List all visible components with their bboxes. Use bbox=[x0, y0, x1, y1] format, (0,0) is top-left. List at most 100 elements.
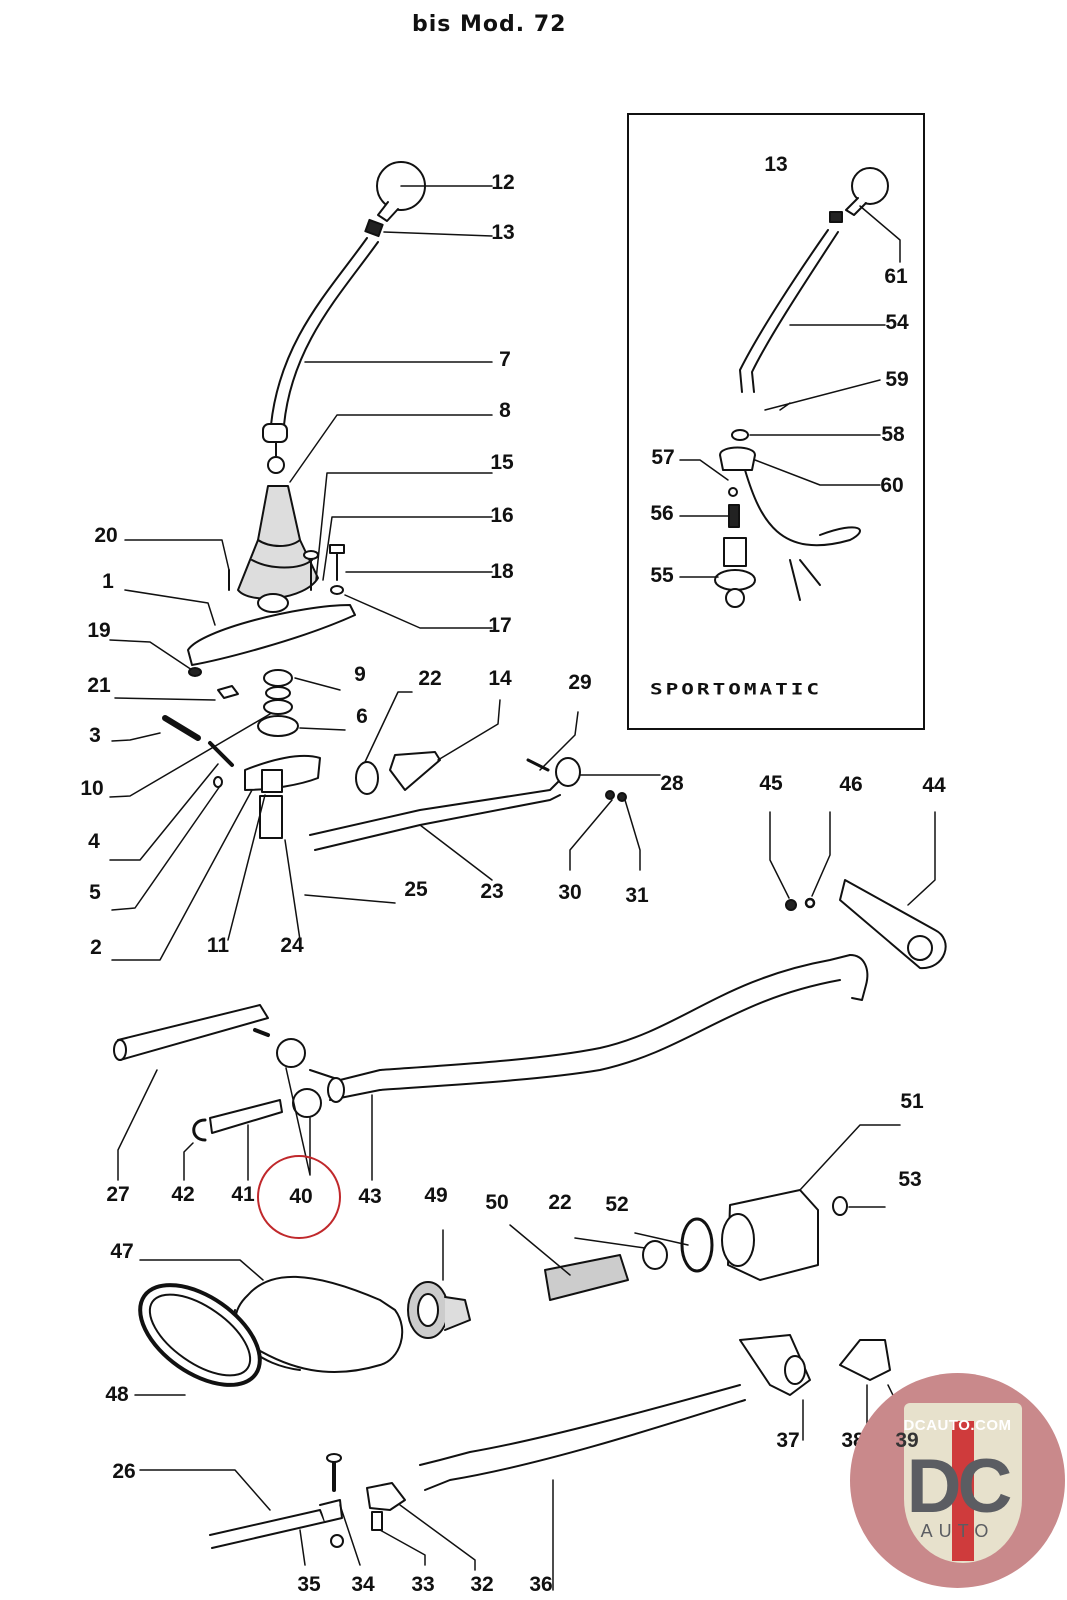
inset-part-label[interactable]: 56 bbox=[650, 502, 674, 525]
knob-insert bbox=[364, 218, 493, 238]
part-label[interactable]: 11 bbox=[206, 934, 230, 957]
part-label[interactable]: 45 bbox=[759, 772, 783, 795]
part-label[interactable]: 22 bbox=[418, 667, 442, 690]
clamp-32 bbox=[366, 1482, 406, 1511]
part-label[interactable]: 48 bbox=[105, 1383, 129, 1406]
gasket-48 bbox=[134, 1283, 262, 1396]
lever-37-eye bbox=[784, 1355, 806, 1385]
leader-42 bbox=[183, 1142, 194, 1181]
spring-3 bbox=[111, 715, 201, 742]
logo-url-text: DCAUTO.COM bbox=[903, 1417, 1012, 1434]
part-label[interactable]: 20 bbox=[94, 524, 118, 547]
part-label[interactable]: 27 bbox=[106, 1183, 130, 1206]
part-label[interactable]: 46 bbox=[839, 773, 863, 796]
washer-19 bbox=[188, 667, 202, 677]
inset-part-label[interactable]: 61 bbox=[884, 265, 908, 288]
sportomatic-caption: SPORTOMATIC bbox=[650, 680, 823, 698]
part-label[interactable]: 5 bbox=[89, 881, 101, 904]
bolt-head-34 bbox=[326, 1453, 342, 1463]
part-label[interactable]: 52 bbox=[605, 1193, 629, 1216]
part-label[interactable]: 24 bbox=[280, 934, 304, 957]
oring-53 bbox=[832, 1196, 848, 1216]
part-label[interactable]: 7 bbox=[499, 348, 511, 371]
part-label[interactable]: 16 bbox=[490, 504, 514, 527]
part-label[interactable]: 18 bbox=[490, 560, 514, 583]
ball-40b bbox=[292, 1088, 322, 1118]
part-label[interactable]: 51 bbox=[900, 1090, 924, 1113]
shift-rod-43 bbox=[309, 954, 869, 1181]
part-label[interactable]: 10 bbox=[80, 777, 104, 800]
part-label[interactable]: 35 bbox=[297, 1573, 321, 1596]
inset-part-label[interactable]: 59 bbox=[885, 368, 909, 391]
ball-40a bbox=[276, 1038, 306, 1068]
part-label[interactable]: 4 bbox=[88, 830, 100, 853]
part-label[interactable]: 6 bbox=[356, 705, 368, 728]
part-label[interactable]: 41 bbox=[231, 1183, 255, 1206]
housing-51 bbox=[721, 1124, 901, 1281]
part-label[interactable]: 53 bbox=[898, 1168, 922, 1191]
part-label[interactable]: 25 bbox=[404, 878, 428, 901]
part-label[interactable]: 3 bbox=[89, 724, 101, 747]
boot-50 bbox=[509, 1224, 629, 1301]
inset-part-label[interactable]: 60 bbox=[880, 474, 904, 497]
bushing-22b bbox=[642, 1240, 668, 1270]
nut-30 bbox=[605, 790, 615, 800]
coupling-24 bbox=[259, 795, 283, 839]
inset-part-label[interactable]: 13 bbox=[764, 153, 788, 176]
part-label[interactable]: 1 bbox=[102, 570, 114, 593]
part-label[interactable]: 34 bbox=[351, 1573, 375, 1596]
part-label[interactable]: 49 bbox=[424, 1184, 448, 1207]
coupling-38 bbox=[839, 1339, 891, 1381]
part-label[interactable]: 42 bbox=[171, 1183, 195, 1206]
screw-20 bbox=[124, 539, 230, 591]
inset-part-label[interactable]: 54 bbox=[885, 311, 909, 334]
leaders-bottom bbox=[299, 1384, 911, 1571]
part-label[interactable]: 13 bbox=[491, 221, 515, 244]
part-label[interactable]: 32 bbox=[470, 1573, 494, 1596]
part-label[interactable]: 17 bbox=[488, 614, 512, 637]
part-label[interactable]: 43 bbox=[358, 1185, 382, 1208]
part-label[interactable]: 50 bbox=[485, 1191, 509, 1214]
part-label[interactable]: 44 bbox=[922, 774, 946, 797]
inset-part-label[interactable]: 58 bbox=[881, 423, 905, 446]
pin-33 bbox=[371, 1511, 383, 1531]
bushing-49 bbox=[407, 1229, 471, 1339]
inset-part-label[interactable]: 55 bbox=[650, 564, 674, 587]
part-label[interactable]: 47 bbox=[110, 1240, 134, 1263]
nut-31 bbox=[617, 792, 627, 802]
part-label[interactable]: 36 bbox=[529, 1573, 553, 1596]
nut-35 bbox=[330, 1534, 344, 1548]
nut-45 bbox=[785, 899, 797, 911]
part-label[interactable]: 31 bbox=[625, 884, 649, 907]
leader-22b bbox=[574, 1237, 646, 1249]
leader-19 bbox=[109, 639, 193, 671]
part-label[interactable]: 37 bbox=[776, 1429, 800, 1452]
diagram-title: bis Mod. 72 bbox=[412, 12, 567, 37]
part-label[interactable]: 12 bbox=[491, 171, 515, 194]
part-label[interactable]: 28 bbox=[660, 772, 684, 795]
part-label[interactable]: 26 bbox=[112, 1460, 136, 1483]
rod-27 bbox=[113, 1004, 270, 1181]
part-label[interactable]: 22 bbox=[548, 1191, 572, 1214]
part-label[interactable]: 33 bbox=[411, 1573, 435, 1596]
part-label[interactable]: 8 bbox=[499, 399, 511, 422]
part-label[interactable]: 21 bbox=[87, 674, 111, 697]
part-label[interactable]: 19 bbox=[87, 619, 111, 642]
logo-word-text: AUTO bbox=[920, 1521, 995, 1541]
lever-44 bbox=[839, 811, 947, 970]
inset-part-label[interactable]: 57 bbox=[651, 446, 675, 469]
dcauto-watermark-logo: DCAUTO.COM DC AUTO bbox=[850, 1373, 1065, 1588]
sportomatic-inset bbox=[627, 113, 925, 730]
part-label[interactable]: 2 bbox=[90, 936, 102, 959]
part-label[interactable]: 9 bbox=[354, 663, 366, 686]
part-label[interactable]: 39 bbox=[895, 1429, 919, 1452]
part-label[interactable]: 29 bbox=[568, 671, 592, 694]
rod-26 bbox=[139, 1469, 343, 1549]
part-label[interactable]: 15 bbox=[490, 451, 514, 474]
bushings-9-6 bbox=[257, 669, 346, 737]
part-label[interactable]: 14 bbox=[488, 667, 512, 690]
ring-52 bbox=[680, 1217, 714, 1273]
part-label[interactable]: 23 bbox=[480, 880, 504, 903]
part-label[interactable]: 30 bbox=[558, 881, 582, 904]
